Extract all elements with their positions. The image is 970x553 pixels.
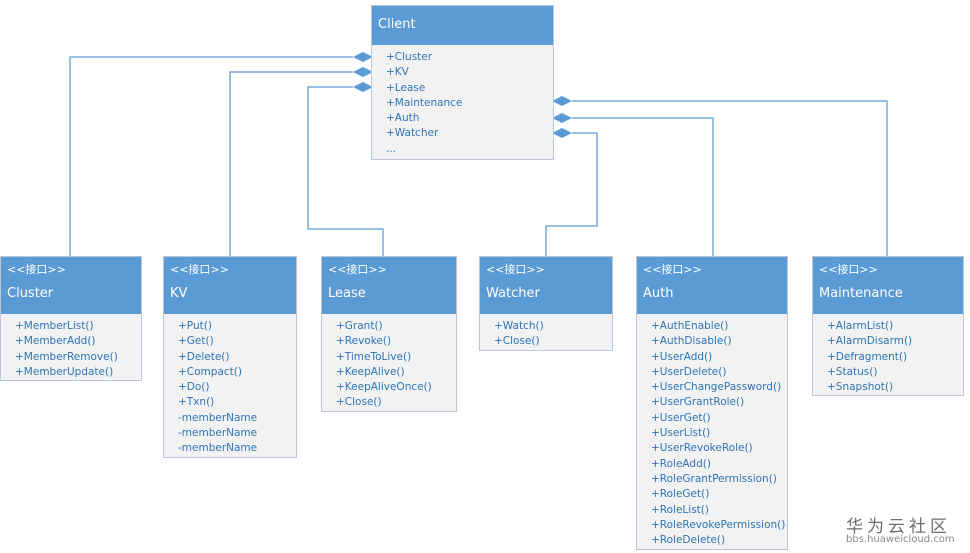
- auth-member: +UserAdd(): [651, 350, 713, 363]
- auth-member: +UserList(): [651, 427, 711, 440]
- maintenance-interface: <<接口>> Maintenance +AlarmList() +AlarmDi…: [812, 256, 964, 396]
- auth-member: +RoleList(): [651, 503, 709, 516]
- cluster-connector: [69, 56, 353, 256]
- kv-member: -memberName: [178, 427, 258, 440]
- lease-header: <<接口>> Lease: [322, 257, 456, 314]
- lease-members: +Grant() +Revoke() +TimeToLive() +KeepAl…: [322, 314, 456, 411]
- auth-stereotype: <<接口>>: [643, 263, 702, 276]
- client-member: +Watcher: [386, 127, 439, 140]
- auth-members: +AuthEnable() +AuthDisable() +UserAdd() …: [637, 314, 787, 548]
- auth-member: +RoleGet(): [651, 488, 710, 501]
- kv-stereotype: <<接口>>: [170, 263, 229, 276]
- auth-member: +RoleRevokePermission(): [651, 518, 786, 531]
- watcher-connector: [545, 132, 598, 256]
- watcher-member: +Close(): [494, 335, 540, 348]
- watermark-url: bbs.huaweicloud.com: [846, 534, 955, 545]
- lease-member: +Grant(): [336, 320, 383, 332]
- lease-member: +KeepAlive(): [336, 365, 405, 378]
- watcher-member: +Watch(): [494, 320, 544, 332]
- auth-member: +UserGrantRole(): [651, 396, 745, 409]
- kv-members: +Put() +Get() +Delete() +Compact() +Do()…: [164, 314, 296, 457]
- client-member: +Auth: [386, 112, 420, 125]
- watermark-title: 华为云社区: [846, 517, 951, 537]
- cluster-name: Cluster: [7, 286, 54, 301]
- lease-member: +Revoke(): [336, 335, 392, 348]
- kv-member: +Get(): [178, 335, 214, 348]
- kv-member: +Txn(): [178, 396, 215, 409]
- cluster-interface: <<接口>> Cluster +MemberList() +MemberAdd(…: [0, 256, 142, 381]
- client-members: +Cluster +KV +Lease +Maintenance +Auth +…: [372, 45, 553, 157]
- cluster-members: +MemberList() +MemberAdd() +MemberRemove…: [1, 314, 141, 380]
- maintenance-members: +AlarmList() +AlarmDisarm() +Defragment(…: [813, 314, 963, 395]
- auth-interface: <<接口>> Auth +AuthEnable() +AuthDisable()…: [636, 256, 788, 550]
- watcher-members: +Watch() +Close(): [480, 314, 612, 350]
- cluster-member: +MemberAdd(): [15, 335, 96, 348]
- client-member: ...: [386, 142, 397, 155]
- kv-member: +Delete(): [178, 350, 230, 363]
- cluster-diamond: [353, 52, 373, 62]
- kv-member: +Put(): [178, 320, 212, 332]
- lease-member: +TimeToLive(): [336, 350, 412, 363]
- kv-member: -memberName: [178, 411, 258, 424]
- maintenance-member: +AlarmDisarm(): [827, 335, 913, 348]
- kv-connector: [229, 71, 353, 256]
- lease-connector: [307, 86, 384, 256]
- client-member: +Cluster: [386, 51, 433, 63]
- kv-name: KV: [170, 286, 188, 301]
- kv-diamond: [353, 67, 373, 77]
- auth-member: +RoleDelete(): [651, 534, 726, 547]
- cluster-header: <<接口>> Cluster: [1, 257, 141, 314]
- watcher-interface: <<接口>> Watcher +Watch() +Close(): [479, 256, 613, 351]
- maintenance-member: +Snapshot(): [827, 381, 894, 394]
- watcher-diamond: [552, 128, 572, 138]
- kv-member: +Compact(): [178, 365, 242, 378]
- lease-stereotype: <<接口>>: [328, 263, 387, 276]
- client-name: Client: [378, 17, 416, 32]
- kv-member: -memberName: [178, 442, 258, 455]
- client-class: Client +Cluster +KV +Lease +Maintenance …: [371, 5, 554, 160]
- maintenance-header: <<接口>> Maintenance: [813, 257, 963, 314]
- lease-diamond: [353, 82, 373, 92]
- maintenance-member: +Status(): [827, 365, 878, 378]
- maintenance-diamond: [552, 96, 572, 106]
- cluster-member: +MemberUpdate(): [15, 365, 114, 378]
- maintenance-member: +Defragment(): [827, 350, 908, 363]
- client-member: +Maintenance: [386, 96, 463, 109]
- client-member: +KV: [386, 66, 409, 79]
- kv-interface: <<接口>> KV +Put() +Get() +Delete() +Compa…: [163, 256, 297, 458]
- lease-member: +Close(): [336, 396, 382, 409]
- auth-connector: [572, 117, 714, 256]
- auth-member: +AuthEnable(): [651, 320, 729, 332]
- kv-member: +Do(): [178, 381, 210, 394]
- auth-member: +RoleAdd(): [651, 457, 711, 470]
- maintenance-member: +AlarmList(): [827, 320, 894, 332]
- maintenance-connector: [572, 100, 888, 256]
- watcher-name: Watcher: [486, 286, 540, 301]
- auth-member: +AuthDisable(): [651, 335, 732, 348]
- lease-name: Lease: [328, 286, 366, 301]
- auth-header: <<接口>> Auth: [637, 257, 787, 314]
- client-member: +Lease: [386, 81, 426, 94]
- auth-member: +UserRevokeRole(): [651, 442, 753, 455]
- auth-member: +UserDelete(): [651, 365, 727, 378]
- maintenance-name: Maintenance: [819, 286, 903, 301]
- auth-member: +RoleGrantPermission(): [651, 472, 777, 485]
- auth-member: +UserGet(): [651, 411, 711, 424]
- cluster-member: +MemberRemove(): [15, 350, 118, 363]
- auth-name: Auth: [643, 286, 674, 301]
- maintenance-stereotype: <<接口>>: [819, 263, 878, 276]
- cluster-stereotype: <<接口>>: [7, 263, 66, 276]
- lease-member: +KeepAliveOnce(): [336, 381, 432, 394]
- watcher-stereotype: <<接口>>: [486, 263, 545, 276]
- kv-header: <<接口>> KV: [164, 257, 296, 314]
- cluster-member: +MemberList(): [15, 320, 94, 332]
- watcher-header: <<接口>> Watcher: [480, 257, 612, 314]
- client-header: Client: [372, 6, 553, 45]
- auth-member: +UserChangePassword(): [651, 381, 782, 394]
- auth-diamond: [552, 113, 572, 123]
- lease-interface: <<接口>> Lease +Grant() +Revoke() +TimeToL…: [321, 256, 457, 412]
